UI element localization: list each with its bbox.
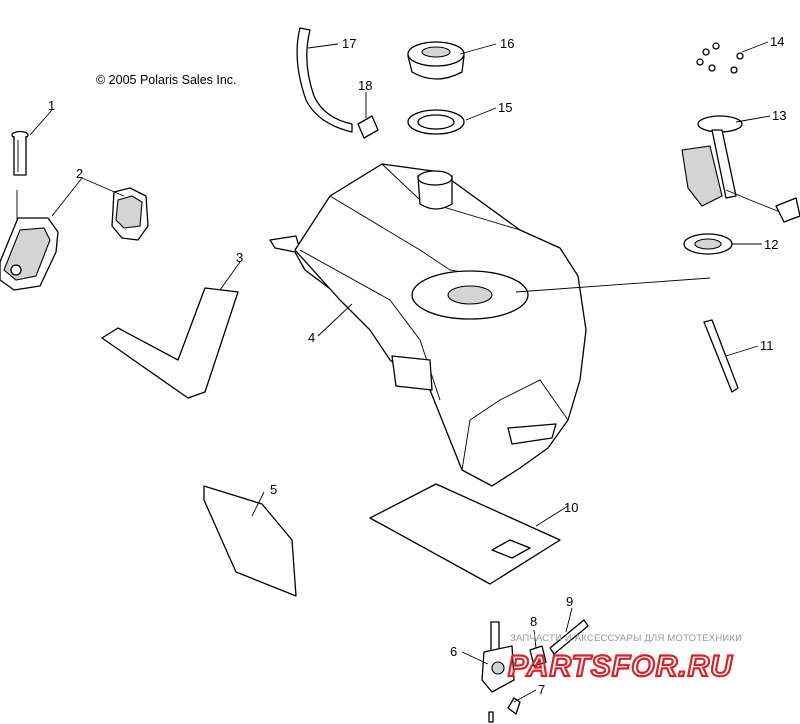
callout-8: 8 [530,614,537,629]
callout-12: 12 [764,237,778,252]
part-14-screws [696,42,744,74]
part-18-clip [357,115,379,139]
callout-15: 15 [498,100,512,115]
part-2-brackets [0,187,149,291]
callout-17: 17 [342,36,356,51]
callout-4: 4 [308,330,315,345]
callout-18: 18 [358,78,372,93]
part-5-pad [203,485,297,597]
part-4-fuel-tank [269,163,711,487]
part-1-bolt [11,130,29,232]
part-13-fuel-sender [681,115,800,223]
callout-10: 10 [564,500,578,515]
callout-1: 1 [48,98,55,113]
callout-13: 13 [772,108,786,123]
part-6-petcock [481,621,515,693]
callout-6: 6 [450,644,457,659]
watermark: ЗАПЧАСТИ И АКСЕССУАРЫ ДЛЯ МОТОТЕХНИКИ PA… [507,633,742,684]
part-10-mat [369,483,561,585]
callout-11: 11 [760,338,774,353]
watermark-tagline: ЗАПЧАСТИ И АКСЕССУАРЫ ДЛЯ МОТОТЕХНИКИ [510,633,742,644]
callout-numbers: 1 2 3 4 5 6 7 8 9 10 11 12 13 14 15 16 1… [48,34,786,697]
callout-14: 14 [770,34,784,49]
part-17-vent-hose [296,27,353,133]
part-16-fuel-cap [407,41,465,80]
callout-2: 2 [76,166,83,181]
callout-5: 5 [270,482,277,497]
part-8-clamp [529,645,547,667]
callout-9: 9 [566,594,573,609]
callout-7: 7 [538,682,545,697]
copyright-text: © 2005 Polaris Sales Inc. [96,73,237,87]
watermark-brand: PARTSFOR.RU [508,650,733,683]
callout-16: 16 [500,36,514,51]
leader-lines [29,41,771,703]
callout-3: 3 [236,250,243,265]
part-9-hose [549,619,589,655]
part-15-seal [407,109,465,135]
part-3-strap [101,287,239,399]
part-12-gasket [683,233,733,255]
part-7-screw [488,697,521,723]
part-11-rod [703,319,739,393]
